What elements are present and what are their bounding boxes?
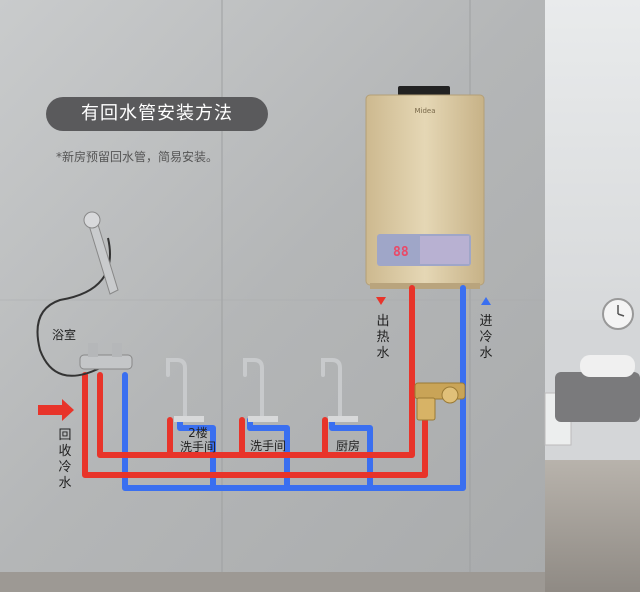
hot-outlet-pipe [97, 285, 415, 458]
page-title: 有回水管安装方法 [46, 97, 268, 131]
label-kitchen: 厨房 [336, 439, 361, 453]
faucet-washroom [243, 358, 278, 422]
shower-mixer-valve [79, 354, 133, 370]
label-washroom: 洗手间 [250, 439, 287, 453]
label-return-cold: 回收冷水 [58, 428, 72, 491]
faucet-floor2 [166, 358, 204, 422]
heater-top-vent [398, 86, 450, 96]
hot-out-arrow-icon [376, 297, 386, 305]
label-floor2-washroom: 2楼 洗手间 [178, 426, 218, 454]
hot-water-pipes [82, 285, 428, 478]
return-pipe [82, 372, 428, 478]
shower-hose [36, 237, 111, 377]
heater-bottom-rim [370, 283, 480, 289]
water-heater: Midea 88 [365, 86, 485, 289]
heater-display: 88 [393, 245, 409, 260]
return-pump-valve [414, 382, 466, 421]
bedroom-floor [545, 460, 640, 592]
page-subtitle: *新房预留回水管，简易安装。 [56, 150, 219, 164]
label-floor2-line2: 洗手间 [179, 440, 216, 454]
label-floor2-line1: 2楼 [188, 426, 208, 440]
shower-set [36, 211, 133, 377]
bed [555, 372, 640, 422]
return-arrow-icon [38, 399, 74, 421]
faucet-kitchen [321, 358, 358, 422]
bed-pillow [580, 355, 635, 377]
floor [0, 572, 545, 592]
cold-in-arrow-icon [481, 297, 491, 305]
label-hot-out: 出热水 [376, 314, 390, 361]
heater-panel-glow [420, 236, 469, 264]
label-cold-in: 进冷水 [479, 314, 493, 361]
heater-brand-logo: Midea [414, 107, 435, 115]
label-bathroom: 浴室 [52, 328, 77, 342]
